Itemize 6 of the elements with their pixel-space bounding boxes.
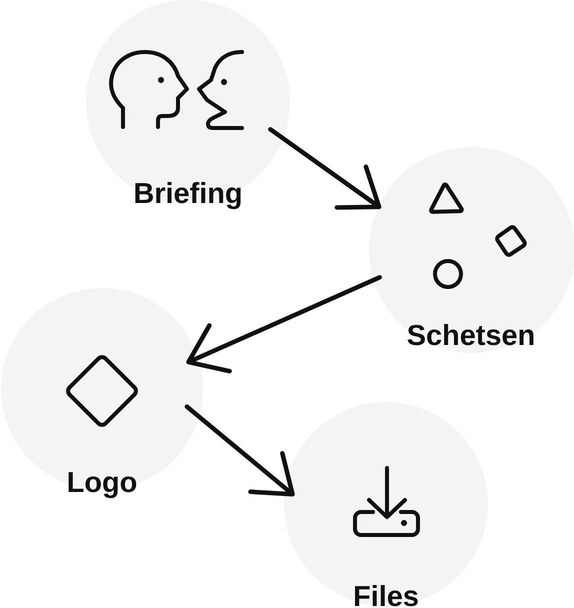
circle-node: Logo xyxy=(1,288,203,498)
arrow xyxy=(184,404,295,496)
circle-node: Files xyxy=(284,402,488,606)
circle-node: Briefing xyxy=(86,0,290,210)
arrow xyxy=(186,275,382,374)
arrow xyxy=(268,127,382,210)
